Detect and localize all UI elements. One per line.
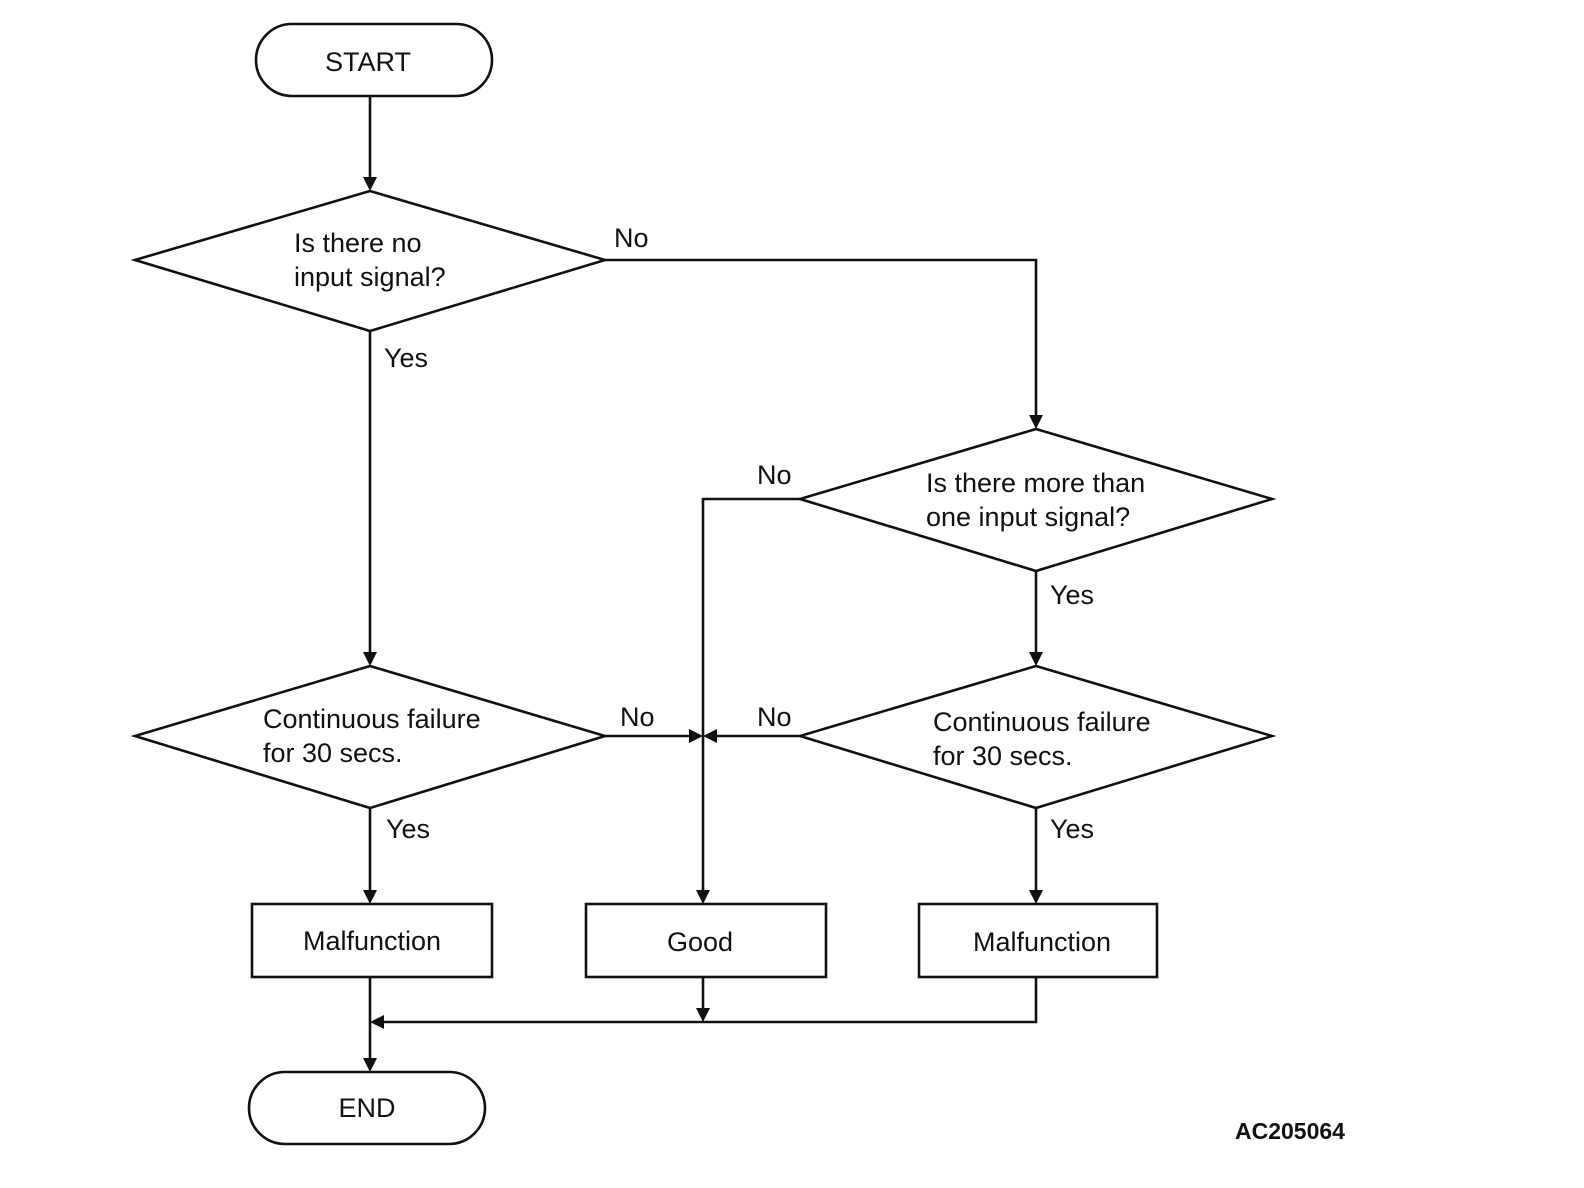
- arrowhead: [1029, 415, 1043, 429]
- arrowhead: [370, 1015, 384, 1029]
- malfunction-box-left: Malfunction: [250, 902, 494, 979]
- arrowhead: [363, 890, 377, 904]
- arrowhead: [696, 890, 710, 904]
- edge-label-no-input-yes: Yes: [384, 343, 428, 373]
- arrowhead: [703, 729, 717, 743]
- arrowhead: [696, 1008, 710, 1022]
- arrowhead: [689, 729, 703, 743]
- decision-continuous-failure-right: Continuous failure for 30 secs.: [795, 664, 1277, 810]
- arrowhead: [363, 652, 377, 666]
- connectors: [368, 96, 1038, 1058]
- connector-malfunction-right-merge: [382, 977, 1038, 1024]
- svg-text:Is there more than one i: Is there more than one input signal?: [926, 468, 1153, 532]
- start-terminator: START: [254, 22, 494, 98]
- decision-more-than-one-line-1: Is there more than: [926, 468, 1145, 498]
- svg-text:Is there no input signal: Is there no input signal?: [294, 228, 446, 292]
- arrowhead: [1029, 890, 1043, 904]
- connector-more-than-one-no: [701, 497, 800, 890]
- edge-label-continuous-left-no: No: [620, 702, 655, 732]
- good-label: Good: [667, 927, 733, 957]
- decision-continuous-left-line-2: for 30 secs.: [263, 738, 403, 768]
- edge-label-continuous-left-yes: Yes: [386, 814, 430, 844]
- decision-continuous-right-line-2: for 30 secs.: [933, 741, 1073, 771]
- start-label: START: [325, 47, 411, 77]
- edge-label-more-than-one-yes: Yes: [1050, 580, 1094, 610]
- arrowhead: [1029, 652, 1043, 666]
- end-label: END: [338, 1093, 395, 1123]
- connector-no-input-no: [605, 258, 1038, 415]
- edge-label-no-input-no: No: [614, 223, 649, 253]
- decision-no-input-line-1: Is there no: [294, 228, 422, 258]
- end-terminator: END: [247, 1070, 487, 1146]
- malfunction-right-label: Malfunction: [973, 927, 1111, 957]
- decision-no-input-line-2: input signal?: [294, 262, 446, 292]
- malfunction-box-right: Malfunction: [917, 902, 1159, 979]
- svg-text:Continuous failure for 3: Continuous failure for 30 secs.: [933, 707, 1158, 771]
- decision-no-input-signal: Is there no input signal?: [130, 189, 610, 333]
- malfunction-left-label: Malfunction: [303, 926, 441, 956]
- edge-label-continuous-right-no: No: [757, 702, 792, 732]
- figure-code: AC205064: [1235, 1118, 1345, 1144]
- arrowheads: [363, 177, 1043, 1072]
- svg-text:Continuous failure for 3: Continuous failure for 30 secs.: [263, 704, 488, 768]
- good-box: Good: [584, 902, 828, 979]
- arrowhead: [363, 177, 377, 191]
- arrowhead: [363, 1058, 377, 1072]
- edge-label-more-than-one-no: No: [757, 460, 792, 490]
- edge-labels: No Yes No Yes No No Yes Yes: [384, 223, 1094, 844]
- decision-more-than-one-input: Is there more than one input signal?: [795, 427, 1277, 573]
- decision-continuous-right-line-1: Continuous failure: [933, 707, 1151, 737]
- edge-label-continuous-right-yes: Yes: [1050, 814, 1094, 844]
- decision-continuous-left-line-1: Continuous failure: [263, 704, 481, 734]
- decision-continuous-failure-left: Continuous failure for 30 secs.: [130, 664, 610, 810]
- decision-more-than-one-line-2: one input signal?: [926, 502, 1130, 532]
